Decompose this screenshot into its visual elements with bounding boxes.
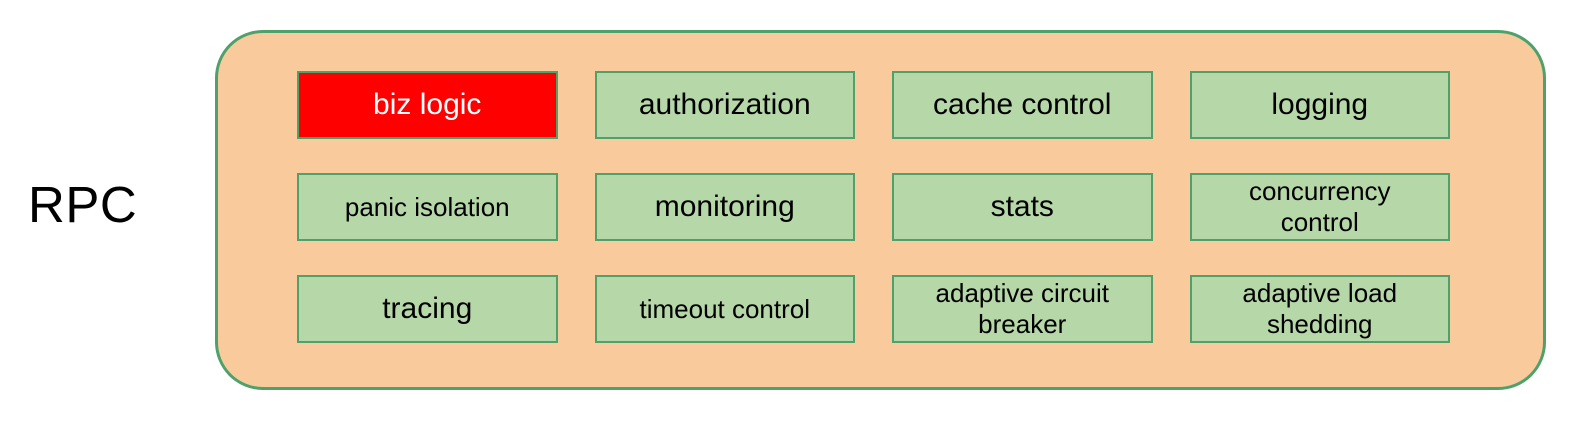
rpc-side-label: RPC xyxy=(28,176,138,233)
component-box: stats xyxy=(892,173,1153,241)
component-grid: biz logic authorization cache control loggi… xyxy=(218,33,1543,387)
component-box: concurrency control xyxy=(1189,173,1450,241)
component-box: biz logic xyxy=(297,71,558,139)
component-box: adaptive circuit breaker xyxy=(892,275,1153,343)
component-box: authorization xyxy=(594,71,855,139)
component-box: tracing xyxy=(297,275,558,343)
component-box: adaptive load shedding xyxy=(1189,275,1450,343)
component-box: logging xyxy=(1189,71,1450,139)
component-box: monitoring xyxy=(594,173,855,241)
rpc-container: biz logic authorization cache control loggi… xyxy=(215,30,1546,390)
component-box: panic isolation xyxy=(297,173,558,241)
component-box: cache control xyxy=(892,71,1153,139)
component-box: timeout control xyxy=(594,275,855,343)
